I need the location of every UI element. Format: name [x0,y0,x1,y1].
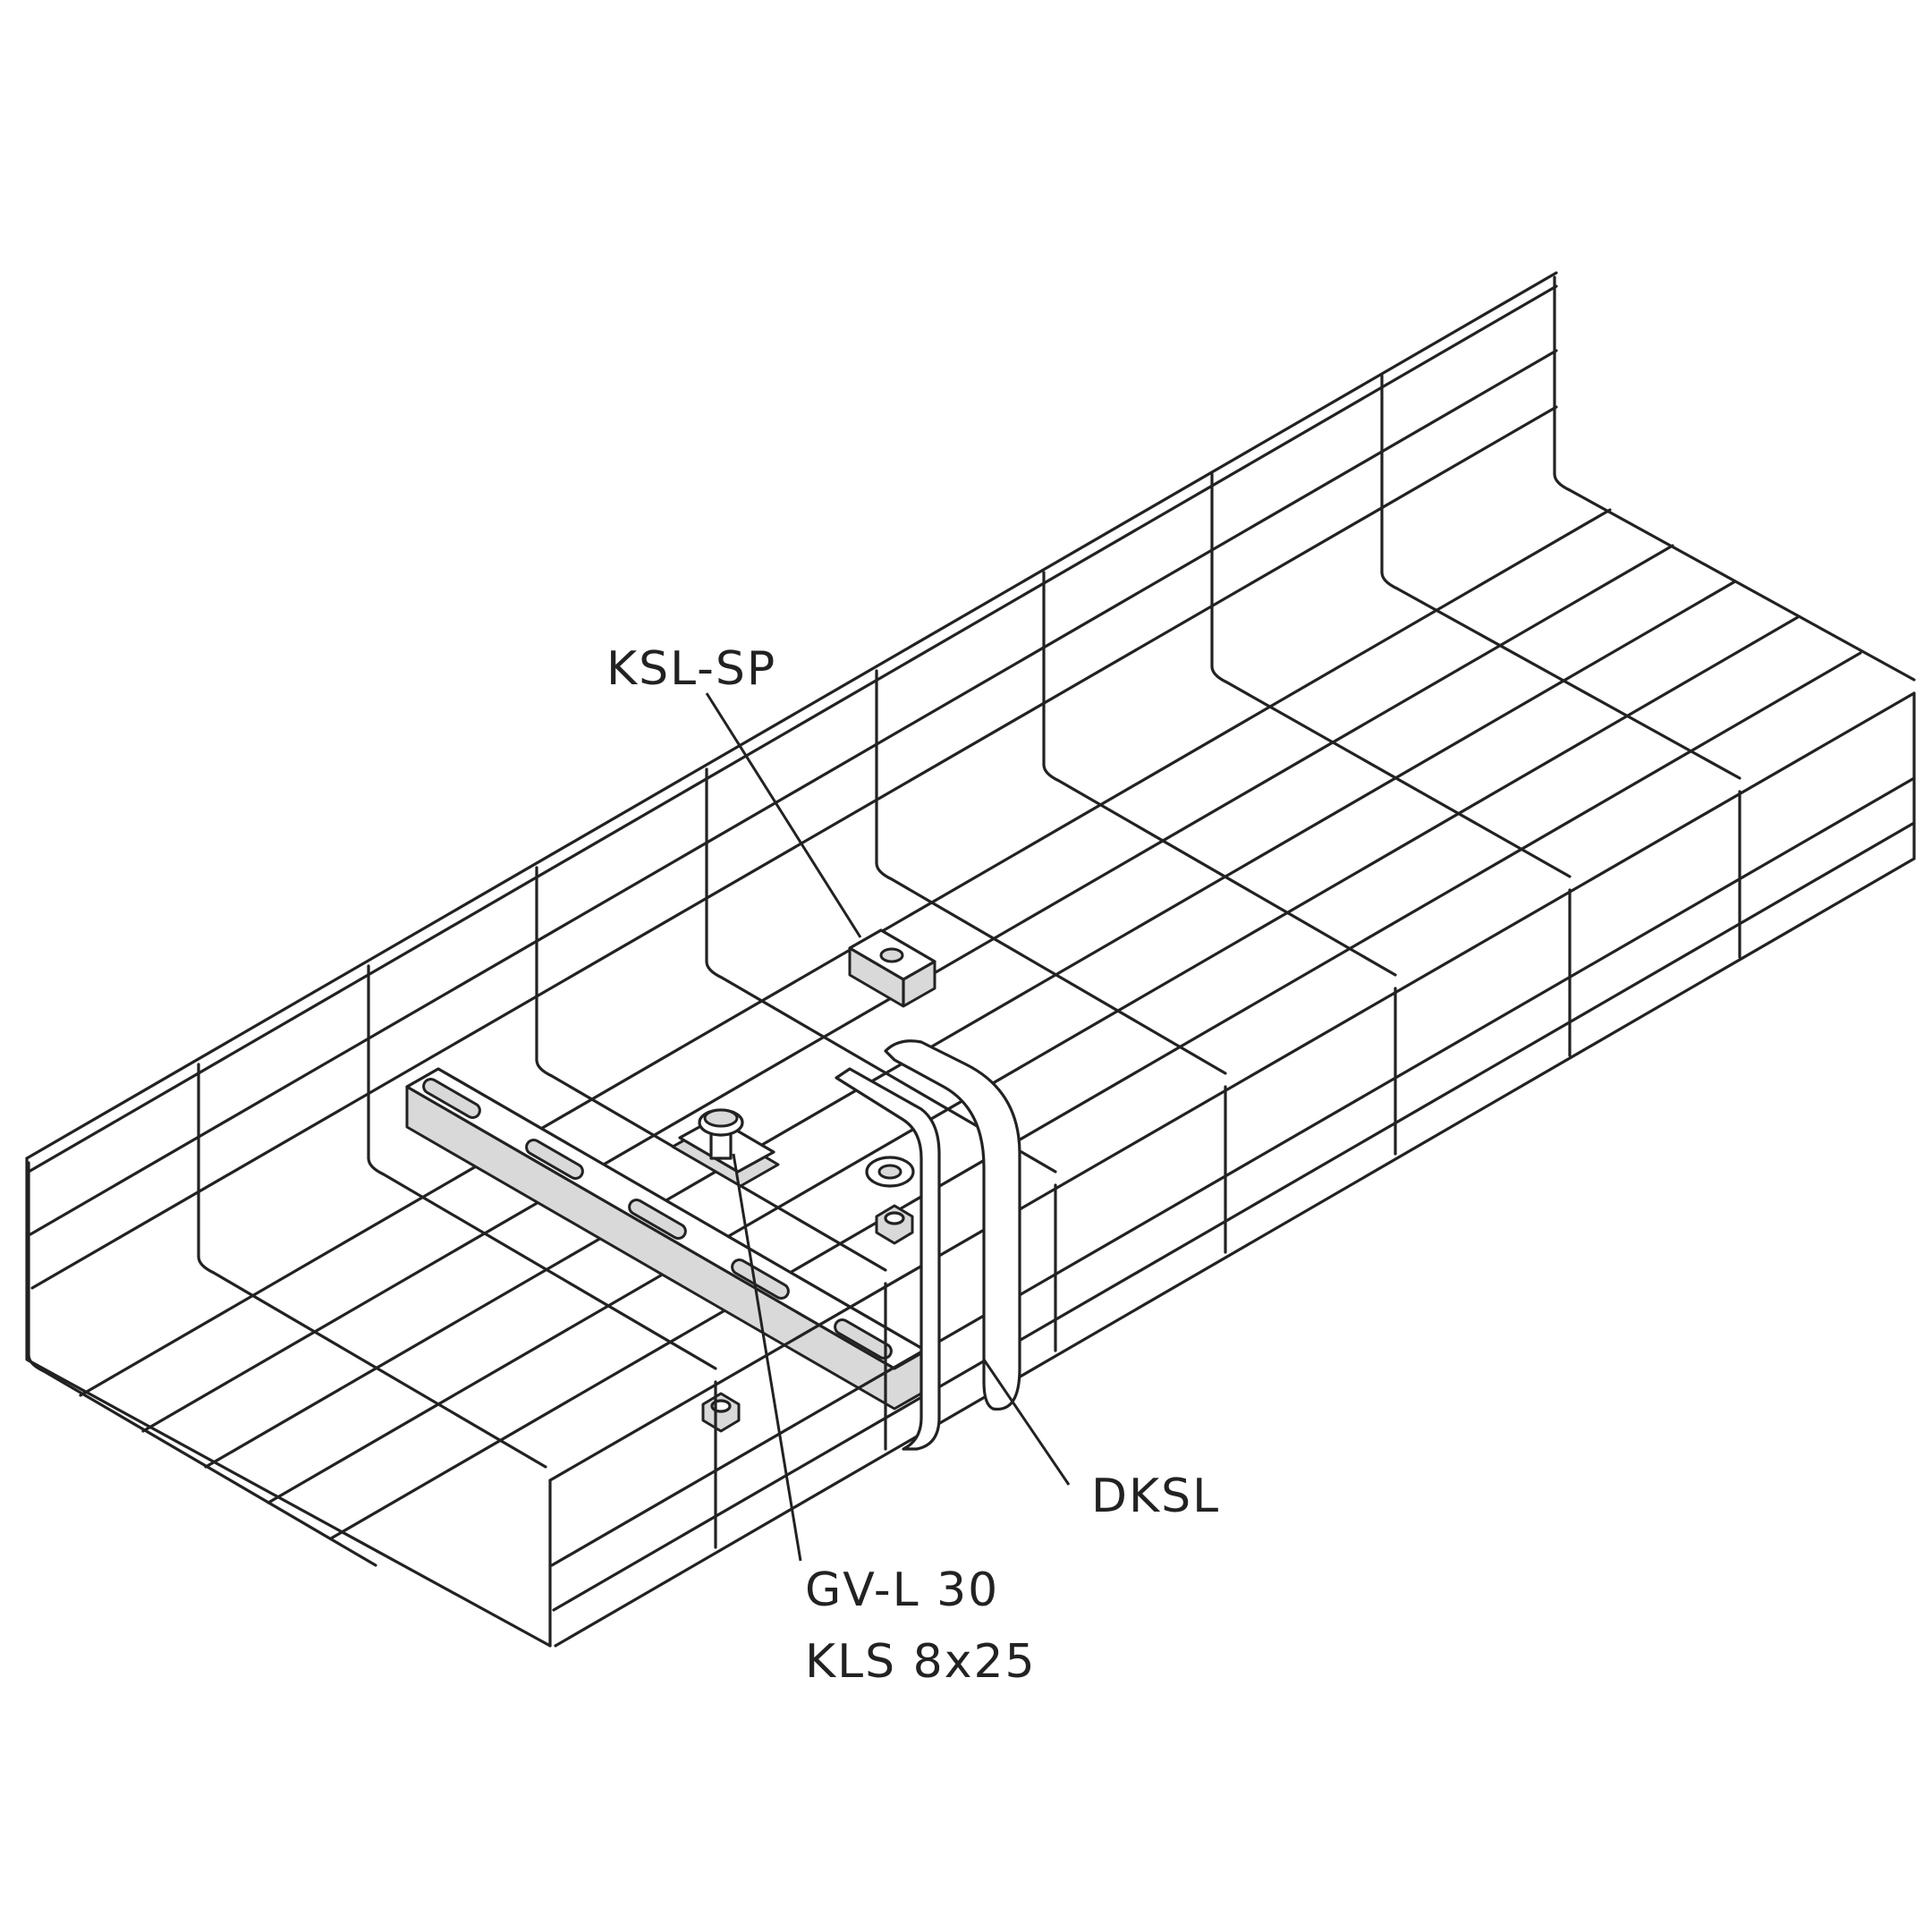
rail-slots [422,1078,893,1360]
label-ksl-sp: KSL-SP [606,642,776,696]
tray-back-wall [25,271,1558,1357]
mounting-rail-gv-l-30 [405,1067,928,1411]
leader-lines [705,692,1071,1562]
washer-nut-upper [865,1156,915,1188]
nut-lower [701,1392,741,1433]
hex-nuts [701,1156,915,1433]
clamp-bolt-kls-8x25 [671,1108,780,1188]
label-kls-8x25: KLS 8x25 [805,1635,1037,1689]
tray-base-wires [27,472,1916,1567]
nut-middle [875,1204,914,1245]
part-labels: KSL-SP DKSL GV-L 30 KLS 8x25 [606,642,1220,1689]
label-dksl: DKSL [1091,1470,1220,1523]
label-gv-l-30: GV-L 30 [805,1563,999,1617]
connector-ksl-sp [848,928,936,1008]
